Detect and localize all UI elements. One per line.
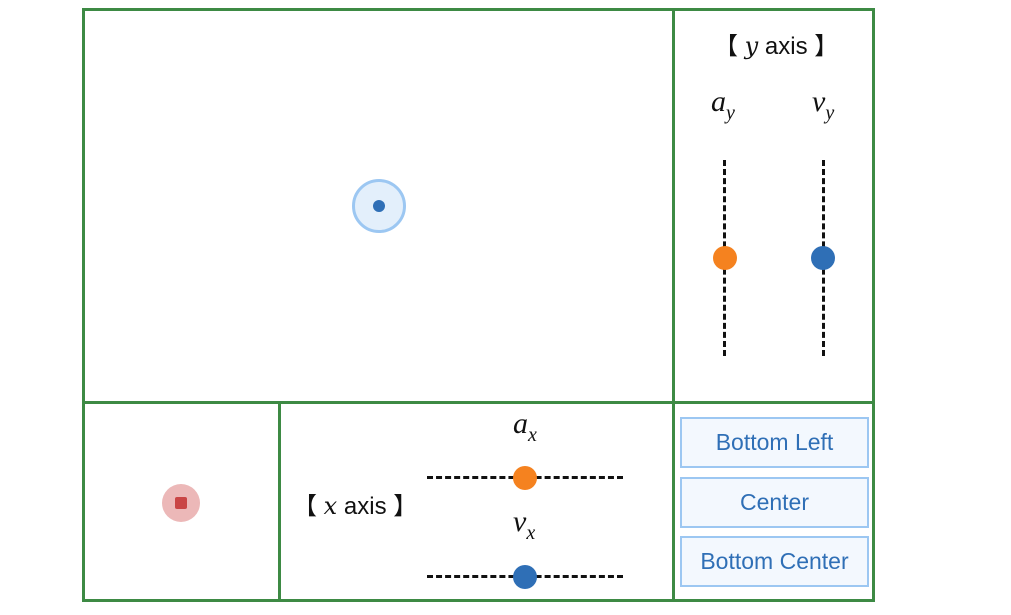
- y-accel-slider-knob[interactable]: [713, 246, 737, 270]
- y-axis-panel: [675, 11, 872, 404]
- x-vel-label: vx: [513, 505, 536, 544]
- x-accel-label: ax: [513, 407, 537, 446]
- target-marker-center: [175, 497, 187, 509]
- y-vel-label: vy: [812, 85, 835, 124]
- y-axis-title: 【 y axis 】: [714, 32, 839, 60]
- position-marker-icon[interactable]: [352, 179, 406, 233]
- app-frame: [82, 8, 875, 602]
- bottom-center-button[interactable]: Bottom Center: [680, 536, 869, 587]
- position-marker-center: [373, 200, 385, 212]
- playground-panel: [85, 11, 675, 404]
- bottom-left-button[interactable]: Bottom Left: [680, 417, 869, 468]
- center-button[interactable]: Center: [680, 477, 869, 528]
- y-vel-slider-knob[interactable]: [811, 246, 835, 270]
- y-accel-label: ay: [711, 85, 735, 124]
- x-accel-slider-knob[interactable]: [513, 466, 537, 490]
- x-axis-title: 【 x axis 】: [293, 492, 418, 520]
- x-vel-slider-knob[interactable]: [513, 565, 537, 589]
- target-panel: [85, 404, 281, 599]
- x-axis-panel: [281, 404, 675, 599]
